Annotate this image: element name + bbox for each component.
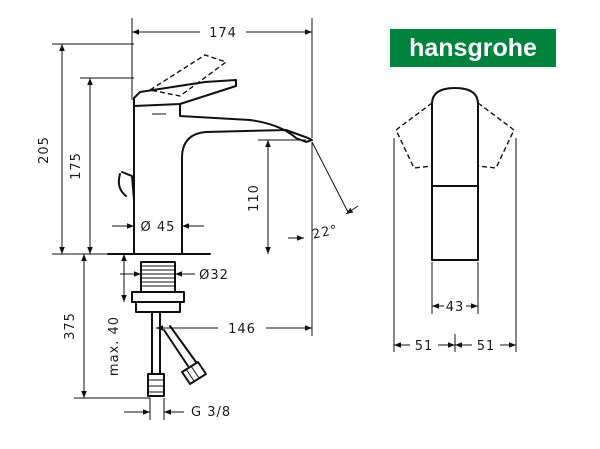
dim-spout-reach: 146 (228, 322, 256, 337)
brand-logo-text: hansgrohe (409, 34, 537, 62)
dim-height-spout: 175 (69, 152, 84, 180)
handle-swing-right (477, 102, 515, 169)
lever-handle (133, 79, 237, 107)
dim-width-top: 174 (209, 26, 237, 41)
faucet-side-view (107, 54, 313, 397)
dim-base-diameter: Ø 45 (141, 220, 176, 235)
pop-up-rod (117, 171, 135, 201)
faucet-front-view (393, 87, 517, 352)
dim-swing-angle: 22° (311, 223, 340, 243)
mounting-nut (131, 291, 185, 313)
supply-hose-right (163, 325, 197, 367)
dim-connection-thread: G 3/8 (191, 405, 231, 420)
supply-hose-left (151, 311, 161, 375)
dim-side-right: 51 (477, 339, 496, 354)
dimension-lines (52, 18, 359, 420)
dim-handle-width: 43 (446, 300, 465, 315)
dim-side-left: 51 (415, 339, 434, 354)
handle-swing-left (395, 102, 433, 169)
dim-spout-clearance: 110 (247, 184, 262, 212)
hose-fittings (147, 361, 207, 397)
dim-mount-depth: 375 (63, 312, 78, 340)
front-body (431, 87, 479, 261)
dim-shank-diameter: Ø32 (199, 268, 229, 283)
handle-raised-outline (148, 54, 228, 97)
brand-logo: hansgrohe (390, 29, 556, 67)
faucet-body (133, 103, 313, 255)
shank-thread-lines (141, 265, 175, 287)
dim-height-total: 205 (37, 136, 52, 164)
dim-max-thickness: max. 40 (107, 316, 122, 376)
